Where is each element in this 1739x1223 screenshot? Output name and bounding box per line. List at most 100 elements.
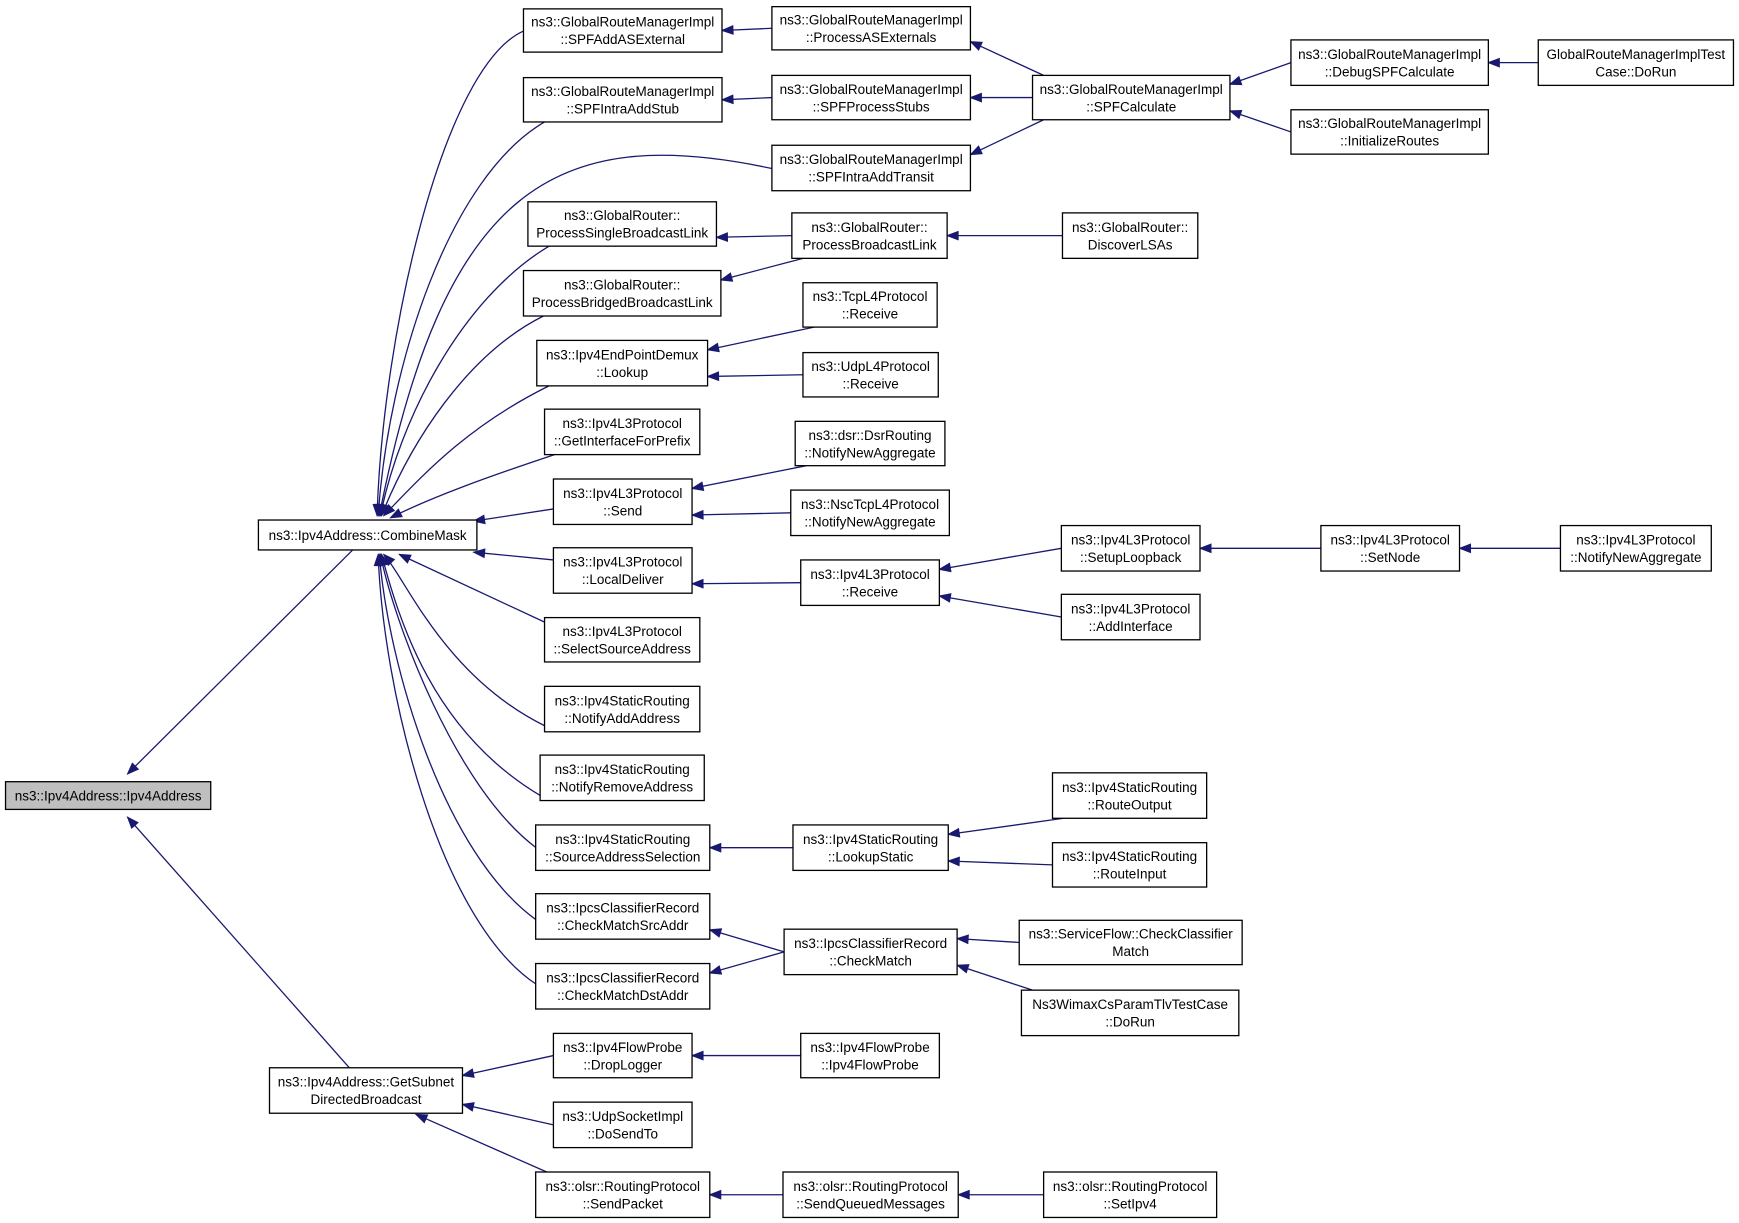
node-box — [783, 928, 958, 976]
node-ipcsSrc[interactable]: ns3::IpcsClassifierRecord::CheckMatchSrc… — [535, 893, 711, 940]
node-label-line: ns3::IpcsClassifierRecord — [546, 971, 699, 986]
edge-line — [377, 121, 545, 516]
node-box — [771, 144, 972, 192]
edge-olsrQueued-to-olsrSend — [708, 1189, 783, 1200]
node-spfProcStubs[interactable]: ns3::GlobalRouteManagerImpl::SPFProcessS… — [771, 74, 972, 121]
node-udpRecv[interactable]: ns3::UdpL4Protocol::Receive — [802, 351, 939, 398]
node-localDeliver[interactable]: ns3::Ipv4L3Protocol::LocalDeliver — [552, 547, 693, 594]
edge-setupLoop-to-l3Recv — [937, 547, 1062, 573]
node-procBL[interactable]: ns3::GlobalRouter::ProcessBroadcastLink — [791, 212, 948, 259]
node-subnet[interactable]: ns3::Ipv4Address::GetSubnetDirectedBroad… — [268, 1067, 464, 1114]
node-label-line: ::SelectSourceAddress — [554, 642, 692, 657]
node-discoverLSAs[interactable]: ns3::GlobalRouter::DiscoverLSAs — [1061, 212, 1199, 259]
node-fpDrop[interactable]: ns3::Ipv4FlowProbe::DropLogger — [552, 1032, 693, 1079]
node-label-line: Case::DoRun — [1595, 64, 1676, 79]
arrowhead — [1228, 75, 1243, 86]
edge-line — [380, 554, 542, 797]
node-olsrQueued[interactable]: ns3::olsr::RoutingProtocol::SendQueuedMe… — [782, 1171, 959, 1219]
node-spfStub[interactable]: ns3::GlobalRouteManagerImpl::SPFIntraAdd… — [522, 76, 723, 123]
arrowhead — [472, 548, 486, 559]
edge-ipcsMatch-to-ipcsSrc — [708, 928, 785, 953]
edge-spfProcStubs-to-spfStub — [720, 94, 772, 105]
node-label-line: ::NotifyNewAggregate — [1570, 550, 1701, 565]
node-srNotifyAdd[interactable]: ns3::Ipv4StaticRouting::NotifyAddAddress — [543, 685, 701, 733]
edge-line — [383, 385, 550, 517]
edge-tcpRecv-to-epDemux — [706, 326, 815, 353]
node-label-line: ns3::Ipv4EndPointDemux — [546, 347, 699, 362]
arrowhead — [126, 816, 139, 830]
node-label-line: ns3::olsr::RoutingProtocol — [1053, 1179, 1208, 1194]
node-l3Notify[interactable]: ns3::Ipv4L3Protocol::NotifyNewAggregate — [1559, 524, 1712, 572]
node-label-line: ::Receive — [842, 307, 898, 322]
node-procBridgedBL[interactable]: ns3::GlobalRouter::ProcessBridgedBroadca… — [522, 269, 722, 317]
node-spfAddAS[interactable]: ns3::GlobalRouteManagerImpl::SPFAddASExt… — [522, 8, 723, 53]
node-ipcsMatch[interactable]: ns3::IpcsClassifierRecord::CheckMatch — [783, 928, 958, 976]
node-label-line: ::CheckMatchSrcAddr — [557, 918, 689, 933]
node-setNode[interactable]: ns3::Ipv4L3Protocol::SetNode — [1320, 524, 1461, 572]
node-label-line: ::SPFAddASExternal — [560, 32, 685, 47]
node-label-line: ns3::Ipv4FlowProbe — [810, 1040, 929, 1055]
arrowhead — [1486, 57, 1500, 68]
edge-srLookup-to-srSrcSel — [708, 842, 793, 853]
node-setupLoop[interactable]: ns3::Ipv4L3Protocol::SetupLoopback — [1060, 524, 1201, 572]
node-box — [771, 6, 972, 51]
edge-getIfPrefix-to-combine — [389, 453, 555, 519]
node-ipcsDst[interactable]: ns3::IpcsClassifierRecord::CheckMatchDst… — [535, 962, 711, 1010]
arrowhead — [708, 1189, 722, 1200]
node-srNotifyRem[interactable]: ns3::Ipv4StaticRouting::NotifyRemoveAddr… — [539, 754, 705, 802]
node-getIfPrefix[interactable]: ns3::Ipv4L3Protocol::GetInterfaceForPref… — [543, 408, 701, 456]
edge-line — [956, 964, 1033, 991]
node-label-line: ns3::TcpL4Protocol — [813, 289, 928, 304]
node-label-line: ns3::Ipv4Address::GetSubnet — [278, 1075, 455, 1090]
node-procSingleBL[interactable]: ns3::GlobalRouter::ProcessSingleBroadcas… — [527, 201, 718, 247]
node-srLookup[interactable]: ns3::Ipv4StaticRouting::LookupStatic — [792, 824, 949, 872]
edge-line — [970, 40, 1044, 76]
node-combine[interactable]: ns3::Ipv4Address::CombineMask — [257, 519, 478, 551]
edge-combine-to-root — [126, 549, 354, 775]
node-l3Recv[interactable]: ns3::Ipv4L3Protocol::Receive — [800, 559, 941, 607]
node-root[interactable]: ns3::Ipv4Address::Ipv4Address — [4, 781, 212, 811]
arrowhead — [461, 1102, 475, 1112]
node-box — [552, 1101, 693, 1149]
node-olsrSend[interactable]: ns3::olsr::RoutingProtocol::SendPacket — [535, 1171, 711, 1219]
node-fpCtor[interactable]: ns3::Ipv4FlowProbe::Ipv4FlowProbe — [800, 1032, 941, 1079]
node-selSrc[interactable]: ns3::Ipv4L3Protocol::SelectSourceAddress — [543, 616, 701, 663]
arrowhead — [397, 553, 412, 564]
node-label-line: ns3::Ipv4Address::CombineMask — [269, 528, 467, 543]
node-srRouteIn[interactable]: ns3::Ipv4StaticRouting::RouteInput — [1051, 842, 1208, 888]
edge-udpSend-to-subnet — [461, 1102, 554, 1126]
node-label-line: DirectedBroadcast — [310, 1092, 421, 1107]
edge-l3Recv-to-localDeliver — [690, 578, 801, 589]
node-wimaxTest[interactable]: Ns3WimaxCsParamTlvTestCase::DoRun — [1020, 989, 1240, 1037]
arrowhead — [956, 1189, 970, 1200]
node-spfTransit[interactable]: ns3::GlobalRouteManagerImpl::SPFIntraAdd… — [771, 144, 972, 192]
arrowhead — [708, 928, 723, 938]
node-udpSend[interactable]: ns3::UdpSocketImpl::DoSendTo — [552, 1101, 693, 1149]
node-epDemux[interactable]: ns3::Ipv4EndPointDemux::Lookup — [536, 339, 709, 387]
node-debugSPF[interactable]: ns3::GlobalRouteManagerImpl::DebugSPFCal… — [1290, 39, 1490, 87]
node-label-line: Match — [1112, 944, 1149, 959]
edge-line — [415, 1113, 548, 1173]
node-label-line: ns3::Ipv4L3Protocol — [1576, 533, 1695, 548]
edge-l3Notify-to-setNode — [1458, 543, 1561, 554]
arrowhead — [937, 562, 952, 573]
node-nscNotify[interactable]: ns3::NscTcpL4Protocol::NotifyNewAggregat… — [790, 489, 951, 537]
node-olsrSetIpv4[interactable]: ns3::olsr::RoutingProtocol::SetIpv4 — [1042, 1171, 1218, 1219]
node-box — [1290, 39, 1490, 87]
node-box — [792, 824, 949, 872]
node-tcpRecv[interactable]: ns3::TcpL4Protocol::Receive — [802, 282, 938, 328]
node-label-line: ns3::UdpL4Protocol — [811, 359, 930, 374]
node-dsrNotify[interactable]: ns3::dsr::DsrRouting::NotifyNewAggregate — [794, 420, 946, 467]
node-l3Send[interactable]: ns3::Ipv4L3Protocol::Send — [552, 478, 693, 526]
node-addIf[interactable]: ns3::Ipv4L3Protocol::AddInterface — [1060, 593, 1201, 641]
node-label-line: ns3::GlobalRouter:: — [564, 208, 680, 223]
node-srRouteOut[interactable]: ns3::Ipv4StaticRouting::RouteOutput — [1051, 772, 1208, 819]
node-procASExt[interactable]: ns3::GlobalRouteManagerImpl::ProcessASEx… — [771, 6, 972, 51]
edge-line — [707, 326, 815, 351]
node-srSrcSel[interactable]: ns3::Ipv4StaticRouting::SourceAddressSel… — [535, 824, 711, 872]
edge-l3Send-to-combine — [472, 508, 554, 525]
node-spfCalc[interactable]: ns3::GlobalRouteManagerImpl::SPFCalculat… — [1031, 74, 1231, 121]
node-initRoutes[interactable]: ns3::GlobalRouteManagerImpl::InitializeR… — [1290, 109, 1490, 155]
